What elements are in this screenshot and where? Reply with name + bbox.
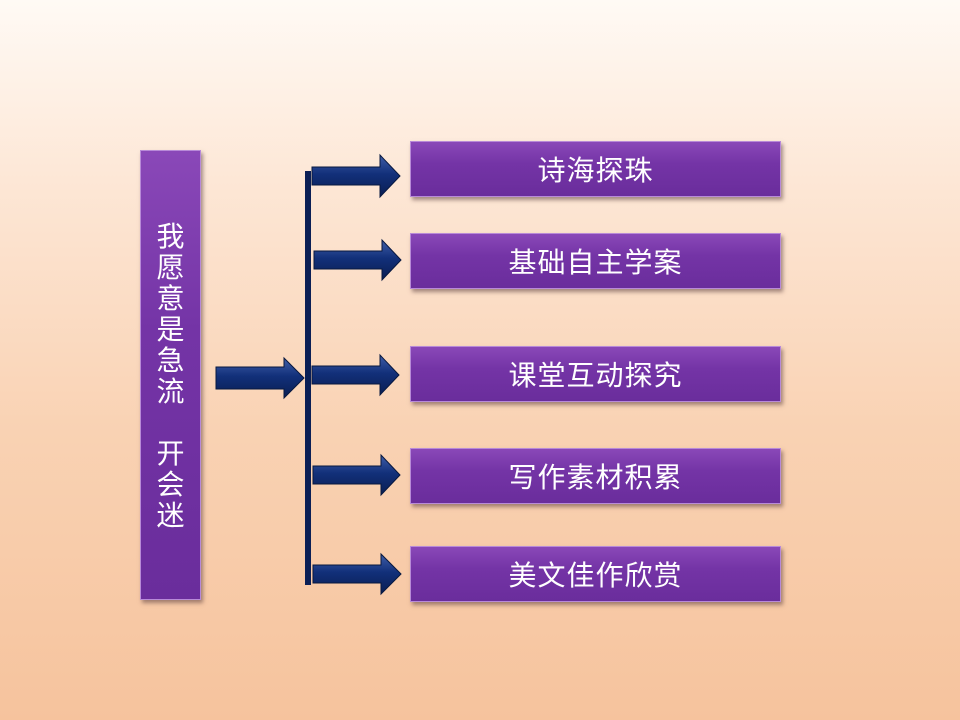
root-gap — [141, 407, 200, 438]
branch-arrow-icon-4 — [312, 453, 401, 497]
root-char: 意 — [156, 282, 185, 315]
branch-node-3[interactable]: 课堂互动探究 — [410, 346, 781, 402]
branch-node-4[interactable]: 写作素材积累 — [410, 448, 781, 504]
root-char: 会 — [156, 468, 185, 501]
branch-node-2[interactable]: 基础自主学案 — [410, 233, 781, 289]
branch-label: 基础自主学案 — [508, 246, 683, 279]
trunk-line — [305, 171, 311, 585]
root-char: 是 — [156, 313, 185, 346]
main-arrow-icon — [215, 356, 305, 400]
branch-label: 课堂互动探究 — [508, 359, 683, 392]
branch-label: 写作素材积累 — [508, 461, 683, 494]
root-node: 我 愿 意 是 急 流 开 会 迷 — [140, 150, 201, 600]
branch-arrow-icon-5 — [312, 552, 402, 596]
root-char: 愿 — [156, 251, 185, 284]
branch-node-5[interactable]: 美文佳作欣赏 — [410, 546, 781, 602]
branch-label: 美文佳作欣赏 — [508, 559, 683, 592]
branch-node-1[interactable]: 诗海探珠 — [410, 141, 781, 197]
branch-label: 诗海探珠 — [537, 154, 654, 187]
root-char: 迷 — [156, 499, 185, 532]
branch-arrow-icon-3 — [311, 353, 400, 397]
branch-arrow-icon-1 — [311, 153, 401, 199]
root-char: 我 — [156, 220, 185, 253]
root-char: 开 — [156, 437, 185, 470]
root-char: 流 — [156, 375, 185, 408]
root-char: 急 — [156, 344, 185, 377]
root-label: 我 愿 意 是 急 流 开 会 迷 — [141, 221, 200, 531]
branch-arrow-icon-2 — [313, 238, 402, 282]
